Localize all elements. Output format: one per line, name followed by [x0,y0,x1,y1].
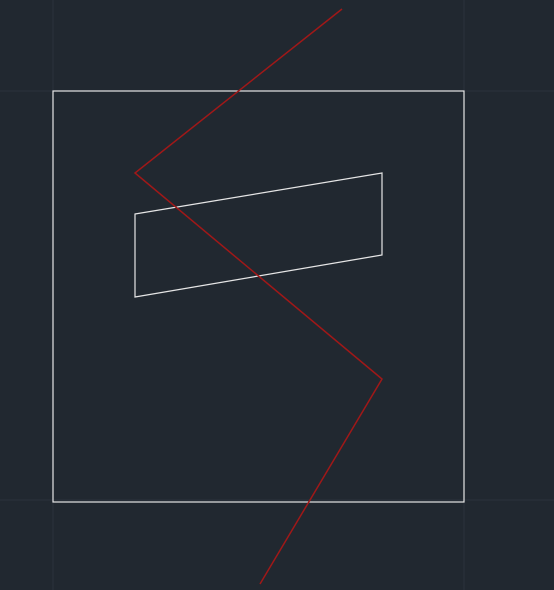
outer-square-shape[interactable] [52,90,465,503]
parallelogram-shape[interactable] [134,172,383,298]
red-polyline-shape[interactable] [133,8,383,585]
